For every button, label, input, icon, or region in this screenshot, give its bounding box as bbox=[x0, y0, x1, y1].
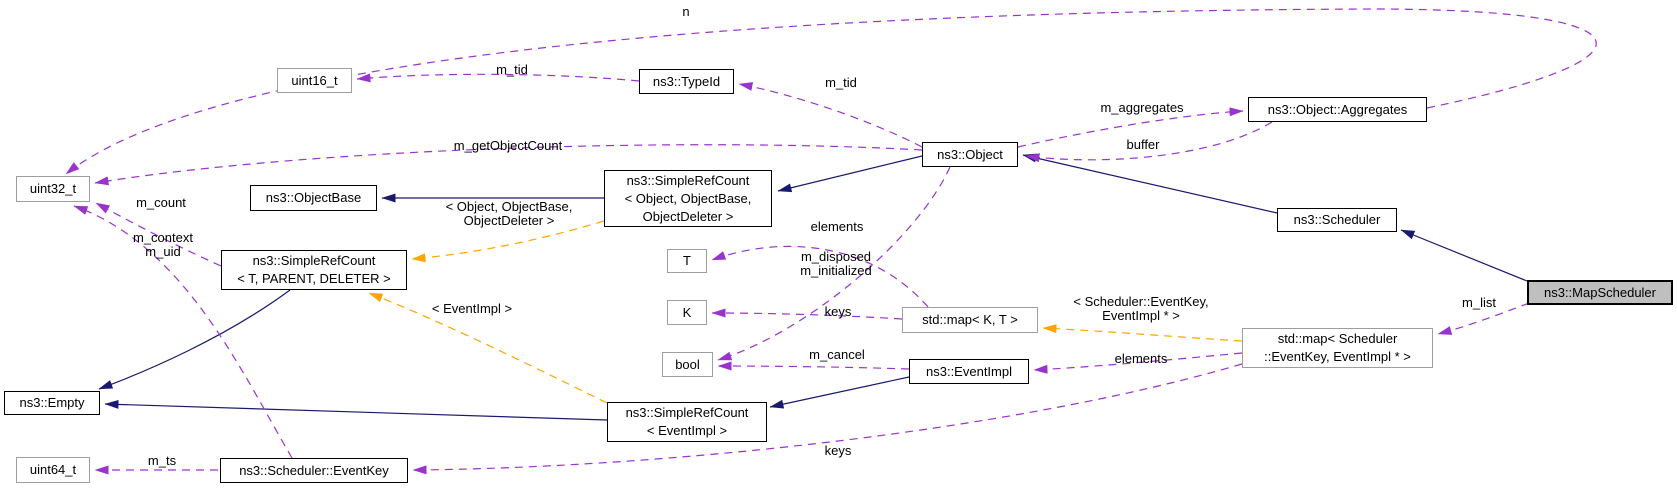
node-ns3-scheduler[interactable]: ns3::Scheduler bbox=[1277, 208, 1397, 232]
edge-usage-m-tid-typeid-to-uint16 bbox=[356, 73, 640, 83]
edge-usage-m-cancel bbox=[717, 361, 910, 371]
edge-label-m-list: m_list bbox=[1462, 295, 1496, 310]
edge-usage-m-list bbox=[1437, 302, 1530, 335]
node-ns3-scheduler-eventkey[interactable]: ns3::Scheduler::EventKey bbox=[220, 458, 408, 483]
edge-inherit-eventimpl-to-simplerefcount-eventimpl bbox=[769, 376, 910, 409]
edge-usage-keys-map-kt-to-k bbox=[711, 308, 903, 320]
edge-label-m-ts: m_ts bbox=[147, 453, 177, 468]
edge-template-simplerefcount-eventimpl bbox=[368, 292, 608, 404]
node-t: T bbox=[667, 249, 707, 273]
edge-usage-m-context-m-uid bbox=[73, 205, 293, 459]
edge-label-m-getobjectcount: m_getObjectCount bbox=[453, 138, 563, 153]
edge-label-m-tid-left: m_tid bbox=[496, 62, 528, 77]
node-std-map-eventkey-eventimpl: std::map< Scheduler ::EventKey, EventImp… bbox=[1242, 328, 1433, 368]
edge-usage-m-getobjectcount bbox=[94, 144, 923, 186]
edge-inherit-scheduler-to-object bbox=[1022, 153, 1278, 214]
node-ns3-eventimpl[interactable]: ns3::EventImpl bbox=[909, 359, 1029, 384]
edge-label-m-disposed-m-initialized: m_disposed m_initialized bbox=[800, 249, 872, 278]
edge-label-m-tid-right: m_tid bbox=[825, 75, 857, 90]
edge-label-elements-right: elements bbox=[1114, 351, 1168, 366]
edge-label-template-scheduler-eventkey: < Scheduler::EventKey, EventImpl * > bbox=[1073, 294, 1209, 323]
node-ns3-object-aggregates[interactable]: ns3::Object::Aggregates bbox=[1248, 97, 1427, 122]
node-bool: bool bbox=[662, 352, 713, 377]
edge-label-keys-upper: keys bbox=[824, 304, 852, 319]
edge-usage-m-count bbox=[95, 202, 222, 267]
edge-inherit-mapscheduler-to-scheduler bbox=[1400, 229, 1528, 282]
node-ns3-mapscheduler: ns3::MapScheduler bbox=[1527, 280, 1673, 305]
edge-usage-elements-map-kt-to-t bbox=[711, 245, 929, 308]
node-ns3-simplerefcount-object[interactable]: ns3::SimpleRefCount < Object, ObjectBase… bbox=[604, 170, 772, 227]
node-ns3-simplerefcount-eventimpl[interactable]: ns3::SimpleRefCount < EventImpl > bbox=[607, 402, 767, 442]
edge-inherit-object-to-simplerefcount bbox=[777, 155, 923, 193]
node-k: K bbox=[667, 300, 707, 325]
node-ns3-simplerefcount-template[interactable]: ns3::SimpleRefCount < T, PARENT, DELETER… bbox=[221, 250, 407, 290]
node-ns3-empty[interactable]: ns3::Empty bbox=[4, 391, 100, 415]
node-uint32-t: uint32_t bbox=[16, 176, 90, 202]
node-std-map-k-t: std::map< K, T > bbox=[902, 307, 1038, 333]
edge-usage-m-aggregates bbox=[1017, 107, 1244, 148]
node-uint64-t: uint64_t bbox=[16, 457, 90, 483]
edge-label-keys-lower: keys bbox=[824, 443, 852, 458]
edge-label-m-count: m_count bbox=[136, 195, 186, 210]
edge-label-m-cancel: m_cancel bbox=[809, 347, 865, 362]
edge-label-n: n bbox=[682, 4, 690, 19]
edge-label-buffer: buffer bbox=[1126, 137, 1160, 152]
edge-usage-m-tid-object-to-typeid bbox=[738, 82, 923, 148]
edge-label-template-object-objectbase: < Object, ObjectBase, ObjectDeleter > bbox=[445, 199, 573, 228]
edge-inherit-simplerefcount-tpd-to-empty bbox=[98, 289, 291, 390]
edge-label-m-aggregates: m_aggregates bbox=[1100, 100, 1184, 115]
node-ns3-objectbase[interactable]: ns3::ObjectBase bbox=[250, 185, 377, 211]
edge-inherit-simplerefcount-eventimpl-to-empty bbox=[104, 399, 608, 421]
edge-usage-m-disposed-m-initialized bbox=[717, 166, 951, 361]
edge-usage-elements-map-to-eventimpl bbox=[1033, 352, 1243, 374]
edge-label-template-eventimpl: < EventImpl > bbox=[431, 301, 513, 316]
edge-template-std-map bbox=[1042, 324, 1243, 342]
edge-label-elements-left: elements bbox=[810, 219, 864, 234]
node-ns3-typeid[interactable]: ns3::TypeId bbox=[639, 69, 734, 94]
node-uint16-t: uint16_t bbox=[277, 68, 352, 93]
edge-template-simplerefcount-object bbox=[411, 220, 605, 263]
edge-label-m-context-m-uid: m_context m_uid bbox=[133, 230, 193, 259]
node-ns3-object[interactable]: ns3::Object bbox=[922, 142, 1018, 167]
